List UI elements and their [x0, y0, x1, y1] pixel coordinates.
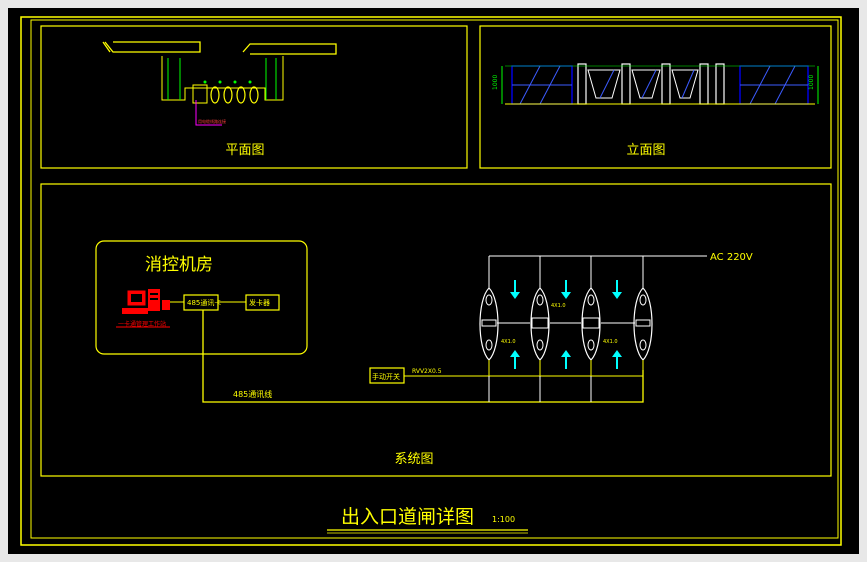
system-panel: 消控机房 一卡通管理工作站 485通讯卡 发卡器 485通讯线 — [40, 183, 832, 477]
workstation-icon — [122, 289, 170, 314]
drawing-background — [8, 8, 859, 554]
elevation-gate-hatch — [681, 69, 695, 99]
plan-panel: 用电缆线路连接 平面图 — [40, 25, 468, 169]
inner-border — [30, 19, 839, 539]
plan-dot — [233, 80, 237, 84]
manual-switch-label: 手动开关 — [372, 372, 400, 381]
elevation-panel: 1000 1000 — [479, 25, 832, 169]
direction-arrow-down — [612, 280, 622, 299]
elevation-dim-left-label: 1000 — [492, 75, 499, 90]
rs485-bus-label: 485通讯线 — [233, 389, 272, 399]
plan-red-note: 用电缆线路连接 — [198, 118, 226, 124]
elevation-gate-wing — [671, 69, 699, 99]
workstation-label: 一卡通管理工作站 — [118, 320, 166, 328]
plan-caption: 平面图 — [225, 143, 264, 158]
direction-arrow-down — [561, 280, 571, 299]
plan-dot — [218, 80, 222, 84]
plan-gate-wing — [210, 86, 220, 104]
elevation-caption: 立面图 — [626, 143, 665, 158]
control-room-frame — [95, 240, 308, 355]
sheet-title: 出入口道闸详图 — [341, 506, 474, 528]
gate-unit-3 — [581, 287, 601, 361]
gate-wire-label: 4X1.0 — [501, 339, 516, 345]
rs485-bus-line — [202, 310, 644, 403]
direction-arrow-up — [561, 350, 571, 369]
elevation-dim-right-label: 1000 — [808, 75, 815, 90]
elevation-panel-frame — [479, 25, 832, 169]
control-room-title: 消控机房 — [145, 255, 213, 275]
elevation-gate-hatch — [641, 69, 657, 99]
plan-left-mark — [102, 41, 111, 53]
gate-unit-2 — [530, 287, 550, 361]
plan-dot — [248, 80, 252, 84]
sheet-scale: 1:100 — [492, 515, 515, 524]
control-room: 消控机房 一卡通管理工作站 485通讯卡 发卡器 — [95, 240, 308, 355]
gate-unit-1 — [479, 287, 499, 361]
elevation-drawing: 1000 1000 — [492, 63, 819, 105]
plan-gate-wing — [236, 86, 246, 104]
system-panel-frame — [40, 183, 832, 477]
plan-channel — [161, 56, 284, 101]
plan-cable-route — [195, 100, 222, 126]
gate-wire-label: 4X1.0 — [603, 339, 618, 345]
plan-dot — [203, 80, 207, 84]
plan-panel-frame — [40, 25, 468, 169]
direction-arrow-down — [510, 280, 520, 299]
elevation-gate-hatch — [599, 69, 615, 99]
gate-unit-4 — [633, 287, 653, 361]
elevation-gate-wing — [631, 69, 661, 99]
plan-gate — [192, 84, 208, 104]
plan-right-wall — [242, 43, 337, 55]
system-caption: 系统图 — [394, 452, 433, 467]
plan-gate-wing — [223, 86, 233, 104]
plan-drawing: 用电缆线路连接 — [102, 41, 337, 126]
converter-label: 485通讯卡 — [187, 298, 221, 307]
direction-arrow-up — [612, 350, 622, 369]
outer-border — [20, 16, 842, 546]
power-label: AC 220V — [710, 252, 753, 263]
gate-wire-label: 4X1.0 — [551, 303, 566, 309]
cable-spec-label: RVV2X0.5 — [412, 368, 442, 375]
sheet-title-block: 出入口道闸详图 1:100 — [327, 506, 528, 534]
plan-gate-wing — [249, 86, 259, 104]
card-issuer-box — [245, 294, 280, 311]
elevation-gate-wing — [587, 69, 621, 99]
direction-arrow-up — [510, 350, 520, 369]
plan-left-wall — [104, 41, 201, 53]
card-issuer-label: 发卡器 — [249, 298, 270, 307]
